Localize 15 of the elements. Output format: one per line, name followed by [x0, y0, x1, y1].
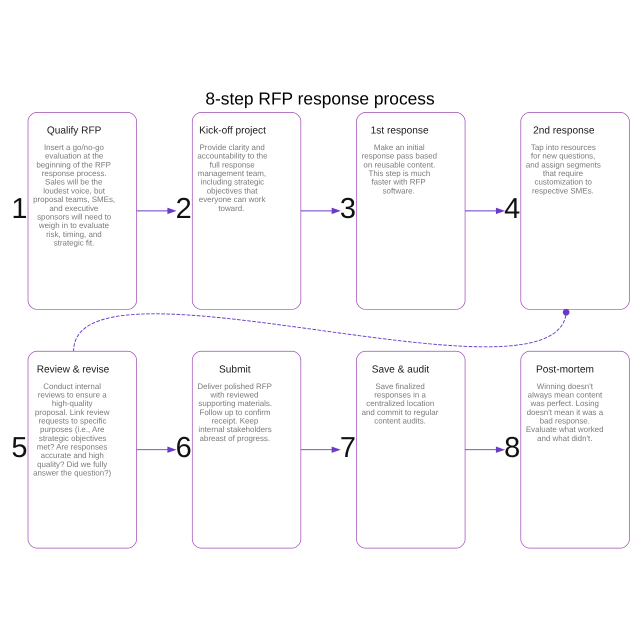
- arrow: [464, 446, 506, 453]
- node-label: 5: [11, 432, 28, 464]
- node-label: 8: [504, 432, 520, 464]
- arrow: [136, 208, 177, 214]
- node-label: 1: [11, 193, 28, 226]
- node-label: 4: [504, 193, 520, 226]
- arrow: [136, 446, 177, 453]
- arrow: [300, 208, 341, 214]
- arrow: [464, 208, 506, 214]
- node-label: 3: [340, 193, 356, 226]
- node-label: 6: [176, 432, 192, 464]
- node-label: 7: [340, 432, 356, 464]
- diagram-title: 8-step RFP response process: [205, 88, 435, 109]
- node-label: 2: [176, 193, 192, 226]
- arrow: [300, 446, 341, 453]
